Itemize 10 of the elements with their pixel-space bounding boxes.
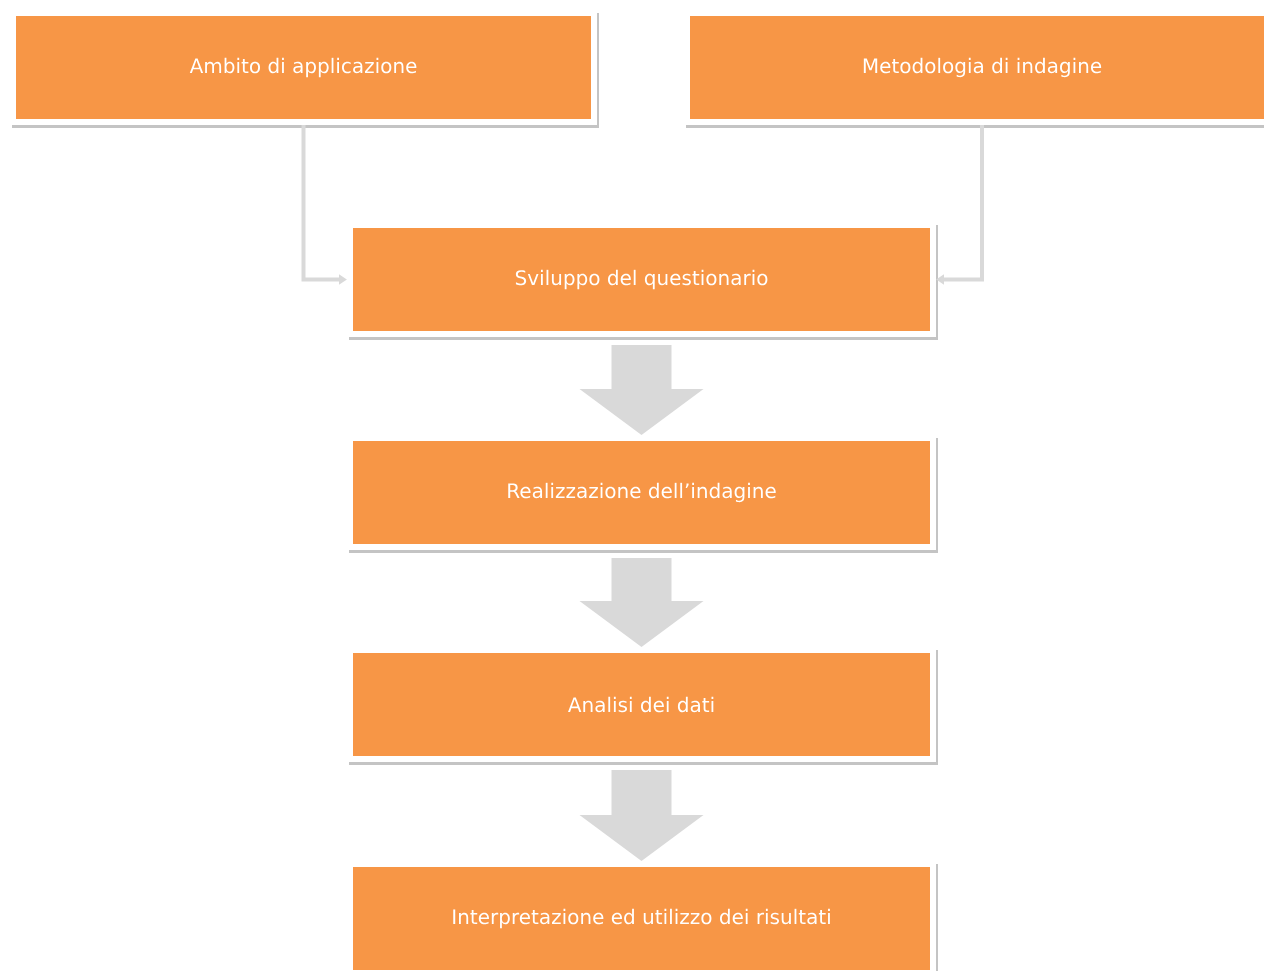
process-box: Realizzazione dell’indagine [347,435,938,553]
process-box: Metodologia di indagine [684,10,1264,128]
process-box: Analisi dei dati [347,647,938,765]
process-box: Ambito di applicazione [10,10,599,128]
block-arrow [579,345,704,435]
block-arrow [579,558,704,647]
process-box: Sviluppo del questionario [347,222,938,340]
arrow [936,125,984,285]
block-arrow [579,770,704,861]
process-box: Interpretazione ed utilizzo dei risultati [347,861,938,971]
